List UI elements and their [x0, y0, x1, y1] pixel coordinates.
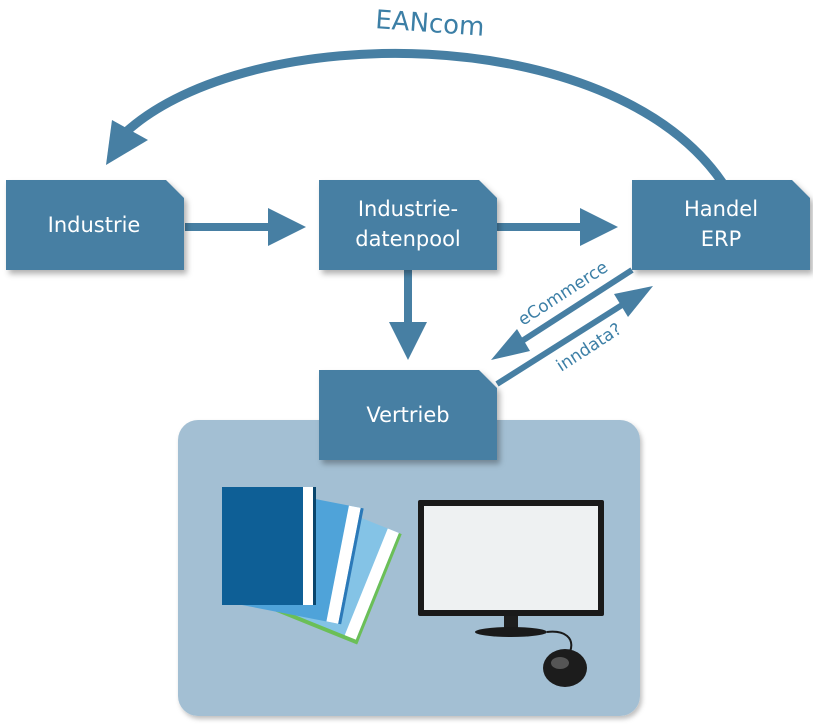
ecommerce-arrow	[491, 267, 634, 360]
node-handel	[632, 180, 810, 270]
node-datenpool	[319, 180, 497, 270]
arrow-industrie-to-datenpool	[185, 208, 306, 246]
node-industrie	[6, 180, 184, 270]
node-handel-label-line2: ERP	[701, 227, 742, 251]
inndata-arrow	[495, 286, 653, 387]
arrow-datenpool-to-handel	[497, 208, 618, 246]
monitor-icon	[418, 500, 604, 637]
arrow-datenpool-to-vertrieb	[389, 270, 427, 360]
node-datenpool-label-line2: datenpool	[355, 227, 461, 251]
eancom-arrow	[106, 48, 727, 187]
node-vertrieb	[319, 370, 497, 460]
node-vertrieb-label: Vertrieb	[366, 403, 449, 427]
mouse-icon	[543, 630, 587, 687]
node-industrie-label: Industrie	[48, 213, 141, 237]
eancom-label: EANcom	[374, 5, 485, 43]
node-datenpool-label-line1: Industrie-	[358, 197, 458, 221]
binders-icon	[222, 487, 402, 645]
node-handel-label-line1: Handel	[684, 197, 758, 221]
